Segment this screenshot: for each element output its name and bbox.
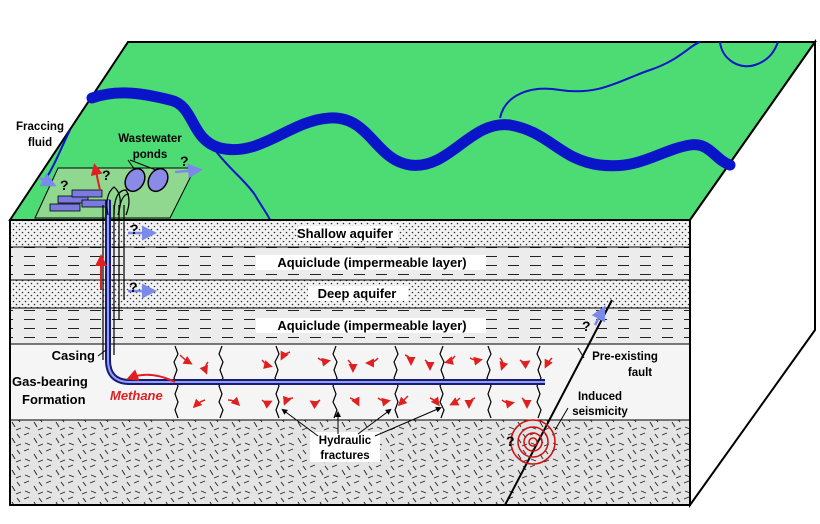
fraccing-fluid-label-1: Fraccing	[16, 121, 64, 133]
well-bore	[102, 200, 545, 385]
deep-aquifer-label: Deep aquifer	[318, 286, 397, 301]
hydraulic-fractures-label-1: Hydraulic	[319, 435, 372, 447]
wastewater-pond-2	[147, 167, 169, 193]
methane-label: Methane	[110, 388, 163, 403]
question-mark-ponds: ?	[180, 153, 189, 169]
wastewater-label-1: Wastewater	[118, 133, 182, 145]
fault-label-2: fault	[628, 367, 652, 379]
gas-bearing-label-1: Gas-bearing	[12, 374, 88, 389]
fault-label-1: Pre-existing	[592, 351, 658, 363]
aquiclude-lower-label: Aquiclude (impermeable layer)	[277, 318, 466, 333]
question-mark-fraccing: ?	[60, 177, 69, 193]
gas-bearing-label-2: Formation	[22, 392, 86, 407]
river-tributary-left	[214, 149, 271, 221]
question-mark-shallow: ?	[130, 221, 139, 237]
river-tributary-top	[719, 41, 779, 68]
aquiclude-upper-label: Aquiclude (impermeable layer)	[277, 255, 466, 270]
question-mark-pad: ?	[102, 167, 111, 183]
pre-existing-fault	[504, 299, 613, 506]
seismicity-label-2: seismicity	[572, 406, 628, 418]
hydraulic-fracture-pointers	[281, 406, 442, 437]
seismicity-label-1: Induced	[578, 391, 622, 403]
wellhead-pipes	[106, 186, 130, 216]
fraccing-fluid-label-2: fluid	[28, 137, 52, 149]
shallow-aquifer-label: Shallow aquifer	[297, 226, 393, 241]
gas-migration-arrows	[90, 163, 176, 383]
hydraulic-fractures-label-2: fractures	[320, 450, 369, 462]
induced-seismicity-rings	[510, 419, 556, 465]
wastewater-label-2: ponds	[133, 149, 168, 161]
wastewater-pond-1	[124, 167, 146, 193]
river-main	[86, 87, 736, 172]
casing-label: Casing	[52, 348, 95, 363]
river-tributary-right	[499, 41, 701, 119]
methane-flow-arrows	[179, 350, 553, 410]
question-mark-fault: ?	[582, 318, 591, 334]
leak-arrows	[128, 163, 606, 326]
question-mark-deep: ?	[129, 279, 138, 295]
question-mark-seismicity: ?	[506, 433, 515, 449]
